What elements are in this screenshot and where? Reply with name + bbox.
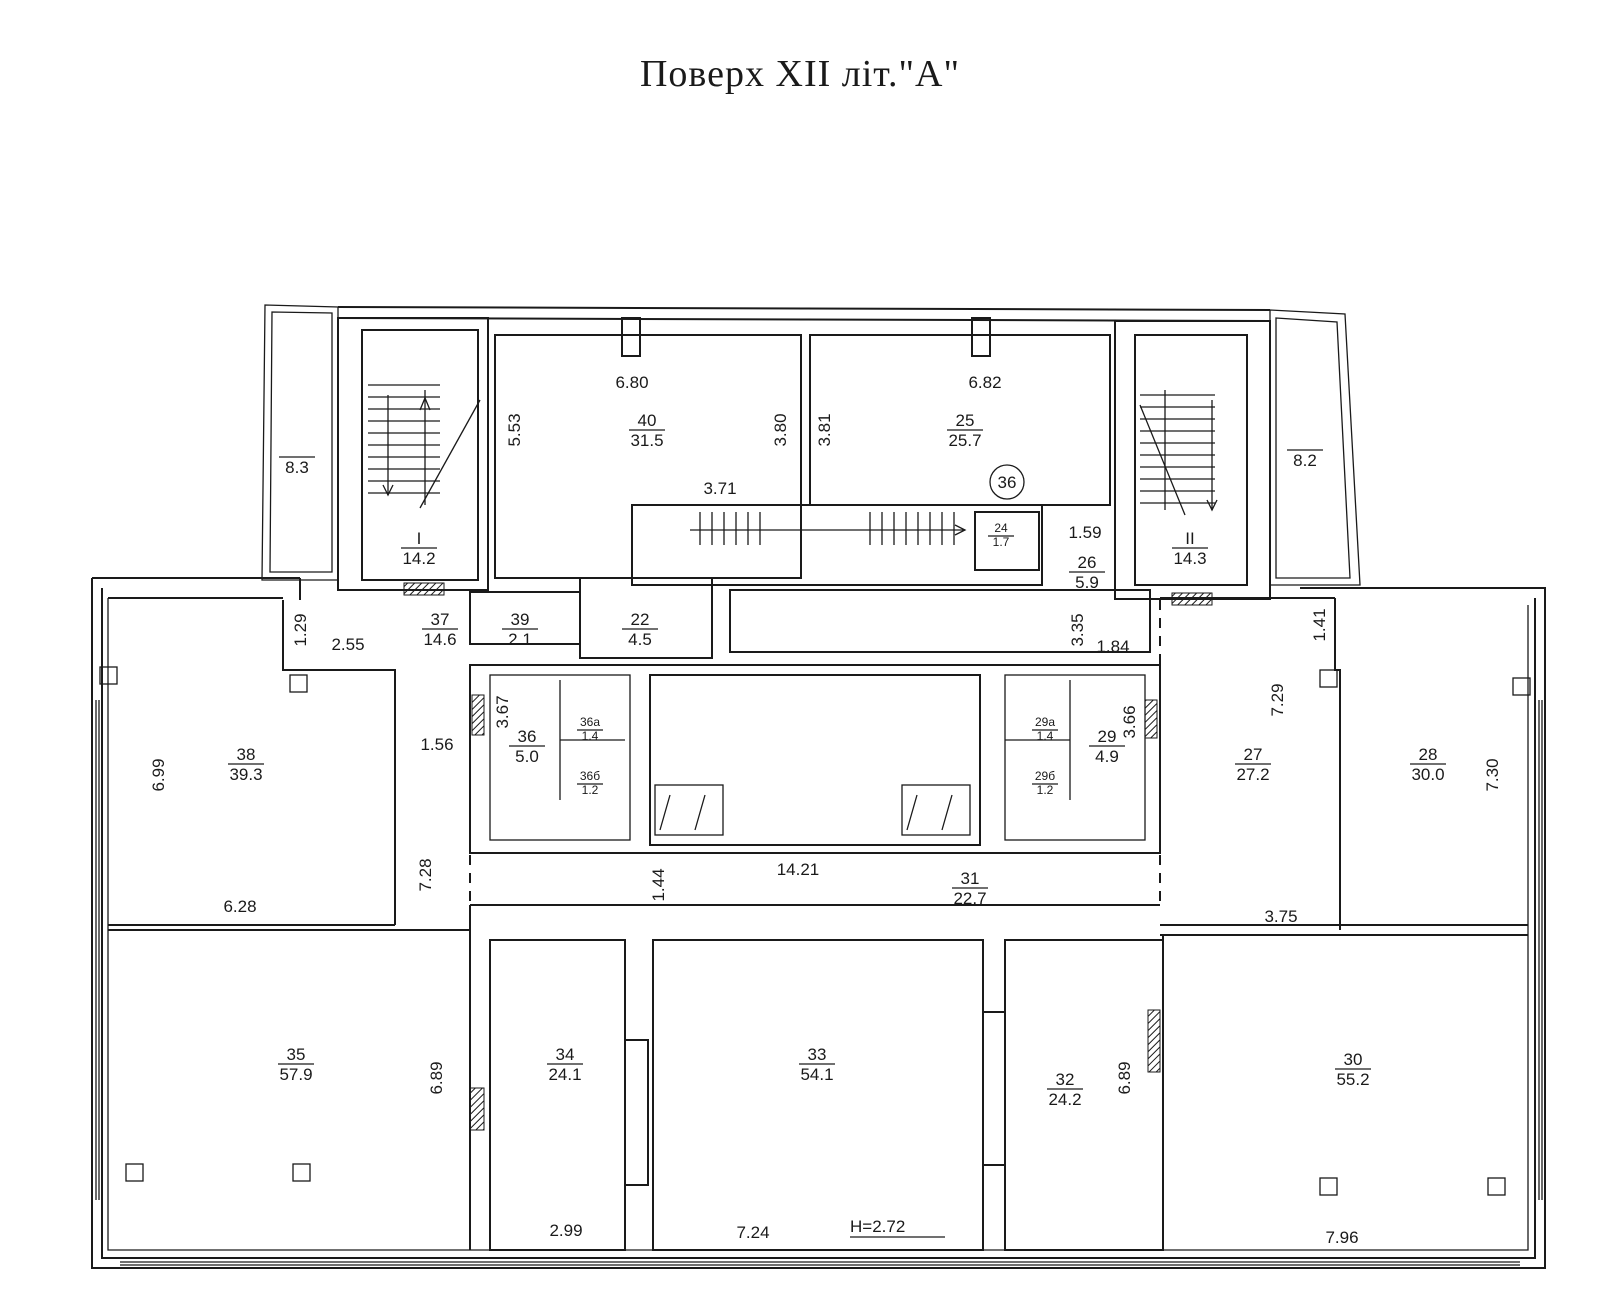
- room-area: 8.2: [1293, 451, 1317, 470]
- room-area: 55.2: [1336, 1070, 1369, 1089]
- room-number: 27: [1244, 745, 1263, 764]
- room-area: 27.2: [1236, 765, 1269, 784]
- room-area: 14.6: [423, 630, 456, 649]
- room-area: 2.1: [508, 630, 532, 649]
- dimension-label: 6.89: [427, 1061, 446, 1094]
- dimension-label: 1.84: [1096, 637, 1129, 656]
- room-area: 57.9: [279, 1065, 312, 1084]
- circle-marker-label: 36: [998, 473, 1017, 492]
- room-area: 1.7: [993, 535, 1010, 549]
- bottom-row-walls: [99, 666, 1531, 1251]
- room-number: 36а: [580, 715, 600, 729]
- room-number: 38: [237, 745, 256, 764]
- top-row-walls: [337, 317, 1271, 600]
- dimension-label: 2.99: [549, 1221, 582, 1240]
- dimension-label: 1.59: [1068, 523, 1101, 542]
- dimension-label: 3.67: [493, 695, 512, 728]
- dimension-labels: 6.80 6.82 5.53 3.80 3.81 3.71 1.59 1.29 2.55 3.35…: [149, 373, 1502, 1247]
- room-area: 8.3: [285, 458, 309, 477]
- room-number: 29а: [1035, 715, 1055, 729]
- room-number: 29б: [1035, 769, 1055, 783]
- room-area: 22.7: [953, 889, 986, 908]
- room-area: 30.0: [1411, 765, 1444, 784]
- room-area: 4.9: [1095, 747, 1119, 766]
- exterior-walls: [91, 304, 1546, 1269]
- room-area: 1.2: [1037, 783, 1054, 797]
- dimension-label: 1.29: [291, 613, 310, 646]
- room-number: 32: [1056, 1070, 1075, 1089]
- room-area: 5.0: [515, 747, 539, 766]
- room-number: 39: [511, 610, 530, 629]
- room-area: 4.5: [628, 630, 652, 649]
- room-number: 25: [956, 411, 975, 430]
- room-number: 22: [631, 610, 650, 629]
- circle-marker-ring: [989, 464, 1025, 500]
- room-number: 35: [287, 1045, 306, 1064]
- room-area: 1.4: [582, 729, 599, 743]
- room-number: 28: [1419, 745, 1438, 764]
- dimension-label: 6.82: [968, 373, 1001, 392]
- dimension-label: 3.71: [703, 479, 736, 498]
- dimension-label: 7.24: [736, 1223, 769, 1242]
- room-number: 36: [518, 727, 537, 746]
- dimension-label: 6.89: [1115, 1061, 1134, 1094]
- room-area: 54.1: [800, 1065, 833, 1084]
- room-number: 40: [638, 411, 657, 430]
- dimension-label: 6.28: [223, 897, 256, 916]
- room-area: 1.2: [582, 783, 599, 797]
- room-area: 14.3: [1173, 549, 1206, 568]
- room-number: 33: [808, 1045, 827, 1064]
- room-area: 5.9: [1075, 573, 1099, 592]
- dimension-label: 3.35: [1068, 613, 1087, 646]
- dimension-label: 7.28: [416, 858, 435, 891]
- room-area: 39.3: [229, 765, 262, 784]
- dimension-label: 6.80: [615, 373, 648, 392]
- room-area: 14.2: [402, 549, 435, 568]
- middle-walls: [108, 577, 1528, 1131]
- room-number: 26: [1078, 553, 1097, 572]
- dimension-label: 7.30: [1483, 758, 1502, 791]
- room-area: 24.1: [548, 1065, 581, 1084]
- dimension-label: 3.81: [815, 413, 834, 446]
- room-number: 36б: [580, 769, 600, 783]
- ceiling-height-note: H=2.72: [850, 1217, 905, 1236]
- dimension-label: 6.99: [149, 758, 168, 791]
- room-area: 31.5: [630, 431, 663, 450]
- room-area: 25.7: [948, 431, 981, 450]
- room-number: 34: [556, 1045, 575, 1064]
- dimension-label: 3.66: [1120, 705, 1139, 738]
- dimension-label: 7.29: [1268, 683, 1287, 716]
- room-number: 24: [994, 521, 1008, 535]
- room-number: 31: [961, 869, 980, 888]
- room-area: 24.2: [1048, 1090, 1081, 1109]
- dimension-label: 7.96: [1325, 1228, 1358, 1247]
- dimension-label: 1.56: [420, 735, 453, 754]
- floor-title: Поверх XII літ."А": [639, 53, 960, 95]
- dimension-label: 14.21: [777, 860, 820, 879]
- dimension-label: 2.55: [331, 635, 364, 654]
- dimension-label: 1.44: [649, 868, 668, 901]
- dimension-label: 1.41: [1310, 608, 1329, 641]
- room-number: 37: [431, 610, 450, 629]
- dimension-label: 3.75: [1264, 907, 1297, 926]
- room-number: 29: [1098, 727, 1117, 746]
- room-number: 30: [1344, 1050, 1363, 1069]
- dimension-label: 3.80: [771, 413, 790, 446]
- room-area: 1.4: [1037, 729, 1054, 743]
- room-number: II: [1185, 529, 1194, 548]
- dimension-label: 5.53: [505, 413, 524, 446]
- room-number: I: [417, 529, 422, 548]
